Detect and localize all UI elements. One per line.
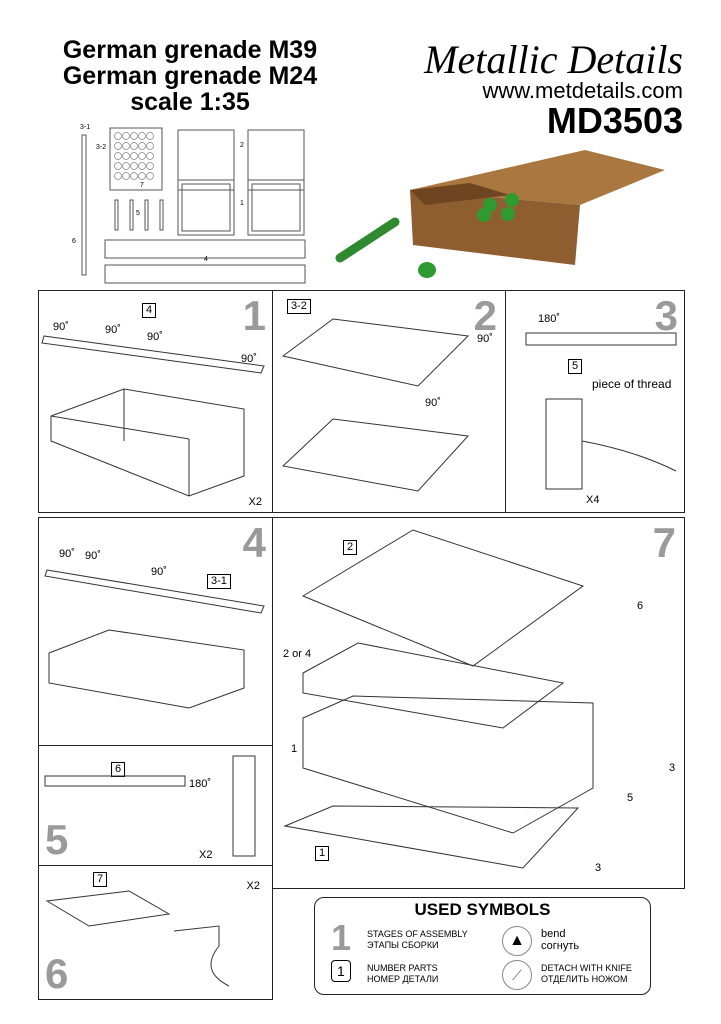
used-symbols-legend: USED SYMBOLS 1 STAGES OF ASSEMBLY ЭТАПЫ … bbox=[314, 897, 651, 995]
legend-text: DETACH WITH KNIFE bbox=[541, 963, 632, 973]
bend-angle: 90˚ bbox=[53, 321, 69, 333]
stage-number: 1 bbox=[242, 292, 266, 339]
part-number-symbol: 1 bbox=[331, 960, 351, 982]
title-line-1: German grenade M39 bbox=[62, 36, 318, 64]
step-6-panel: 6 7 X2 bbox=[38, 865, 273, 1000]
stage-number: 2 bbox=[473, 292, 497, 339]
sheet-label: 1 bbox=[240, 200, 244, 207]
part-number: 1 bbox=[315, 846, 330, 861]
sheet-label: 4 bbox=[204, 256, 208, 263]
product-render bbox=[335, 150, 665, 278]
brand-logo: Metallic Details bbox=[424, 37, 683, 82]
part-label: 1 bbox=[291, 743, 298, 755]
etch-sheet-drawing bbox=[81, 127, 306, 284]
sheet-label: 3-2 bbox=[96, 144, 107, 151]
title-line-2: German grenade M24 bbox=[62, 62, 318, 90]
stage-number: 4 bbox=[242, 519, 266, 566]
stage-number: 6 bbox=[45, 950, 69, 997]
bend-icon: ▲ bbox=[502, 926, 532, 956]
sheet-label: 7 bbox=[140, 182, 144, 189]
stage-number: 5 bbox=[45, 816, 69, 863]
part-label: 6 bbox=[637, 600, 644, 612]
bend-angle: 90˚ bbox=[85, 550, 101, 562]
bend-angle: 180˚ bbox=[189, 778, 212, 790]
part-label: 3 bbox=[595, 862, 602, 874]
stick-grenade-icon bbox=[335, 217, 400, 263]
quantity: X2 bbox=[246, 880, 260, 892]
bend-angle: 90˚ bbox=[477, 333, 493, 345]
step-1-panel: 1 4 90˚ 90˚ 90˚ 90˚ X2 bbox=[38, 290, 273, 513]
bend-angle: 90˚ bbox=[147, 331, 163, 343]
box-body bbox=[410, 190, 580, 265]
part-number: 3-1 bbox=[207, 574, 231, 589]
bend-angle: 180˚ bbox=[538, 313, 561, 325]
stage-number: 3 bbox=[654, 292, 678, 339]
part-label: 3 bbox=[669, 762, 676, 774]
sheet-label: 5 bbox=[136, 210, 140, 217]
legend-text: NUMBER PARTS bbox=[367, 963, 438, 973]
step-5-panel: 5 6 180˚ X2 bbox=[38, 745, 273, 866]
egg-grenade-icon bbox=[418, 262, 436, 278]
step-2-panel: 2 3-2 90˚ 90˚ bbox=[272, 290, 506, 513]
bend-angle: 90˚ bbox=[425, 397, 441, 409]
alt-part-label: 2 or 4 bbox=[283, 648, 312, 660]
website-url: www.metdetails.com bbox=[482, 78, 683, 103]
bend-angle: 90˚ bbox=[151, 566, 167, 578]
part-number: 3-2 bbox=[287, 299, 311, 314]
legend-text: STAGES OF ASSEMBLY bbox=[367, 929, 468, 939]
part-number: 7 bbox=[93, 872, 108, 887]
product-code: MD3503 bbox=[546, 100, 683, 141]
step-3-panel: 3 180˚ 5 piece of thread X4 bbox=[505, 290, 685, 513]
bend-angle: 90˚ bbox=[59, 548, 75, 560]
sheet-label: 3-1 bbox=[80, 124, 91, 131]
part-number: 5 bbox=[568, 359, 583, 374]
legend-text: bend bbox=[541, 928, 566, 940]
quantity: X4 bbox=[586, 494, 600, 506]
quantity: X2 bbox=[248, 496, 262, 508]
bend-angle: 90˚ bbox=[241, 353, 257, 365]
legend-text: ОТДЕЛИТЬ НОЖОМ bbox=[541, 974, 628, 984]
step-7-panel: 7 2 6 2 or 4 1 1 3 5 3 bbox=[272, 517, 685, 889]
part-number: 4 bbox=[142, 303, 157, 318]
sheet-label: 6 bbox=[72, 238, 76, 245]
legend-text: согнуть bbox=[541, 940, 580, 952]
legend-title: USED SYMBOLS bbox=[414, 900, 551, 919]
part-label: 5 bbox=[627, 792, 634, 804]
thread-note: piece of thread bbox=[592, 377, 672, 391]
quantity: X2 bbox=[199, 849, 213, 861]
sheet-label: 2 bbox=[240, 142, 244, 149]
stage-number: 7 bbox=[652, 519, 676, 566]
part-number: 2 bbox=[343, 540, 358, 555]
legend-text: ЭТАПЫ СБОРКИ bbox=[367, 940, 439, 950]
stage-symbol: 1 bbox=[331, 917, 352, 958]
bend-angle: 90˚ bbox=[105, 324, 121, 336]
legend-text: НОМЕР ДЕТАЛИ bbox=[367, 974, 439, 984]
knife-icon: ⟋ bbox=[502, 960, 532, 990]
step-4-panel: 4 90˚ 90˚ 90˚ 3-1 bbox=[38, 517, 273, 746]
title-line-3: scale 1:35 bbox=[130, 88, 250, 116]
etch-sheet: 3-1 3-2 2 7 5 1 6 4 bbox=[70, 120, 310, 290]
